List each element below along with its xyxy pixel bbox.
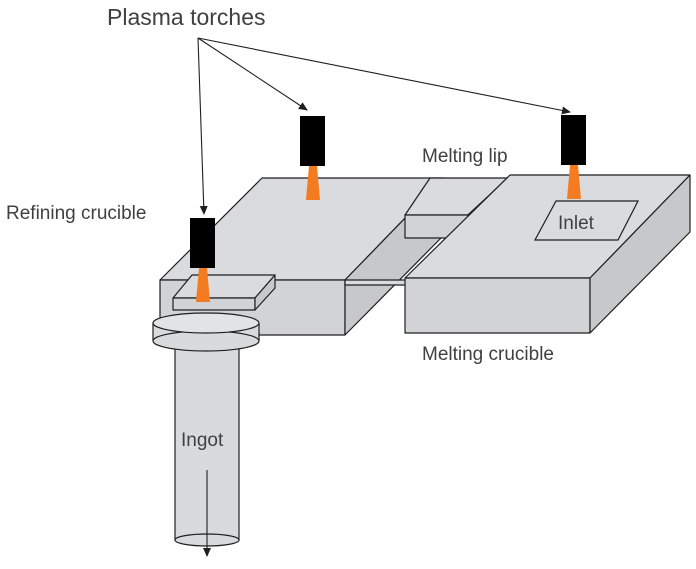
ingot-mould-top [152,312,260,352]
ingot-label: Ingot [181,430,224,451]
refining-crucible-label: Refining crucible [6,203,146,224]
torch-pointer-arrows [197,37,571,215]
plasma-torches-label: Plasma torches [107,4,266,30]
plasma-torch-melting [561,115,586,199]
melting-crucible [404,174,691,334]
plasma-flame [306,166,320,200]
pour-spout [172,274,276,311]
plasma-flame [567,165,581,199]
inlet-label: Inlet [558,213,595,234]
melting-crucible-label: Melting crucible [422,344,554,365]
plasma-torch-center [300,116,325,200]
plasma-torch-refining [190,218,215,302]
ingot [174,324,240,557]
inlet-opening [533,200,639,241]
plasma-flame [196,268,210,302]
melting-lip-label: Melting lip [422,146,508,167]
